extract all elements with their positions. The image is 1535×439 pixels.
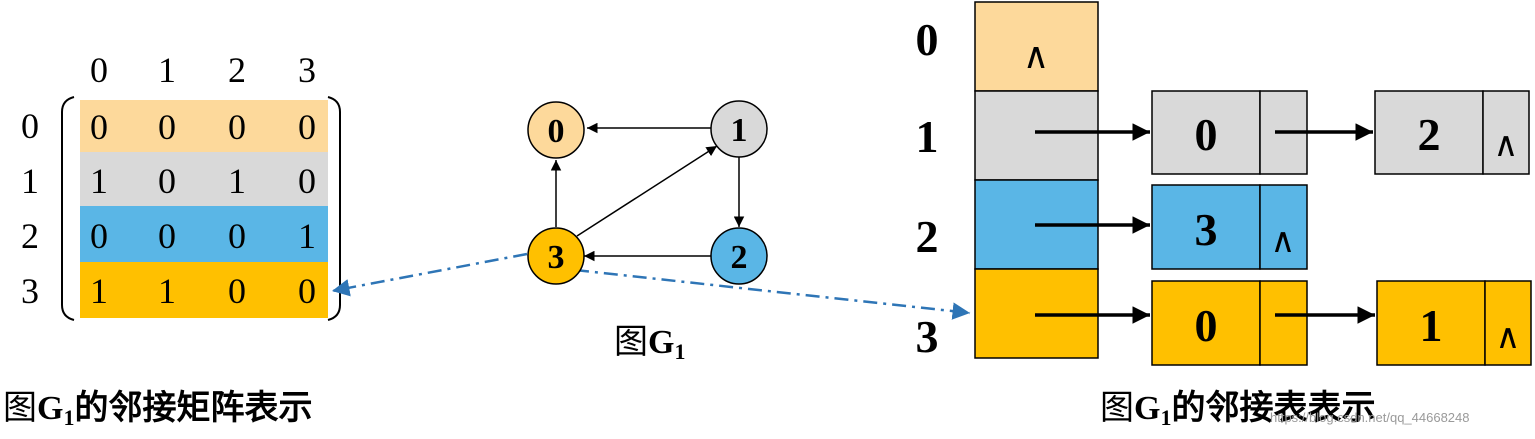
matrix-col-header-0: 0: [90, 50, 108, 90]
adjlist-head-null-0: ∧: [1023, 36, 1049, 76]
adjlist-node-1-1-null: ∧: [1494, 127, 1519, 164]
adjlist-caption-sub: 1: [1160, 405, 1172, 430]
matrix-cell-3-1: 1: [158, 271, 176, 311]
graph-caption-sub: 1: [674, 339, 686, 364]
graph-caption-main: G: [648, 324, 675, 361]
adjlist-node-2-0-data: [1151, 184, 1261, 270]
adjlist-head-cell-1: [974, 90, 1099, 181]
matrix-row-band-1: [80, 152, 328, 206]
matrix-cell-2-1: 0: [158, 216, 176, 256]
adjacency-matrix: 0 1 2 3 0 1 2 3 0 0 0 0 1 0 1 0 0 0 0 1 …: [21, 50, 341, 321]
matrix-cell-0-0: 0: [90, 107, 108, 147]
matrix-row-band-0: [80, 100, 328, 152]
graph-node-1: [710, 100, 768, 158]
matrix-col-header-1: 1: [158, 50, 176, 90]
graph-node-3: [527, 227, 585, 285]
edge-3-to-1: [576, 145, 718, 237]
graph-node-2: [710, 227, 768, 285]
matrix-caption-sub: 1: [63, 405, 75, 430]
matrix-cell-1-1: 0: [158, 161, 176, 201]
matrix-cell-3-3: 0: [298, 271, 316, 311]
adjlist-node-3-0-next: [1259, 280, 1308, 366]
adjlist-node-1-1-data: [1374, 90, 1484, 175]
adjlist-node-1-0-value: 0: [1195, 109, 1218, 160]
graph-caption-prefix: 图: [614, 324, 648, 361]
adjlist-node-3-1-value: 1: [1420, 300, 1443, 351]
adjlist-vertex-label-2: 2: [916, 211, 939, 262]
matrix-cell-3-2: 0: [228, 271, 246, 311]
adjlist-node-3-0-value: 0: [1195, 300, 1218, 351]
adjlist-vertex-label-1: 1: [916, 111, 939, 162]
adjlist-node-1-1-next: [1482, 90, 1530, 175]
adjlist-caption-prefix: 图: [1100, 390, 1134, 427]
adjlist-caption-main: G: [1134, 390, 1161, 427]
matrix-row-band-2: [80, 206, 328, 262]
matrix-left-bracket: [61, 96, 75, 321]
matrix-row-header-2: 2: [21, 216, 39, 256]
adjlist-caption-suffix: 的邻接表表示: [1171, 390, 1376, 427]
dashed-connector-to-matrix: [331, 252, 528, 297]
adjlist-vertex-label-0: 0: [916, 14, 939, 65]
matrix-cell-1-3: 0: [298, 161, 316, 201]
graph-node-label-0: 0: [548, 113, 565, 150]
graph-node-label-3: 3: [548, 239, 565, 276]
dashed-connector-to-adjlist: [574, 268, 971, 320]
graph-caption: 图G1: [614, 326, 685, 363]
matrix-col-header-3: 3: [298, 50, 316, 90]
matrix-cell-2-0: 0: [90, 216, 108, 256]
graph-node-label-1: 1: [731, 112, 748, 149]
adjlist-node-3-1-next: [1484, 280, 1532, 366]
adjlist-node-3-1-data: [1376, 280, 1486, 366]
matrix-cell-0-2: 0: [228, 107, 246, 147]
matrix-row-header-0: 0: [21, 106, 39, 146]
matrix-cell-3-0: 1: [90, 271, 108, 311]
matrix-cell-2-3: 1: [298, 216, 316, 256]
matrix-cell-1-0: 1: [90, 161, 108, 201]
adjacency-list: 0 1 2 3 ∧ 0 2 ∧ 3 ∧ 0 1 ∧: [916, 1, 1532, 366]
adjlist-node-3-0-data: [1151, 280, 1261, 366]
matrix-caption-prefix: 图: [3, 390, 37, 427]
matrix-row-header-3: 3: [21, 271, 39, 311]
matrix-caption-suffix: 的邻接矩阵表示: [74, 390, 313, 427]
adjlist-node-1-1-value: 2: [1418, 109, 1441, 160]
matrix-caption-main: G: [37, 390, 64, 427]
matrix-cell-0-1: 0: [158, 107, 176, 147]
adjlist-caption: 图G1的邻接表表示: [1100, 392, 1375, 429]
matrix-row-header-1: 1: [21, 161, 39, 201]
matrix-cell-2-2: 0: [228, 216, 246, 256]
matrix-right-bracket: [327, 96, 341, 321]
matrix-row-band-3: [80, 262, 328, 318]
matrix-caption: 图G1的邻接矩阵表示: [3, 392, 312, 429]
adjlist-node-1-0-data: [1151, 90, 1261, 175]
adjlist-node-2-0-value: 3: [1195, 204, 1218, 255]
adjlist-node-3-1-null: ∧: [1496, 319, 1521, 356]
adjlist-vertex-label-3: 3: [916, 311, 939, 362]
graph-node-label-2: 2: [731, 239, 748, 276]
matrix-cell-0-3: 0: [298, 107, 316, 147]
adjlist-node-2-0-next: [1259, 184, 1308, 270]
adjlist-node-2-0-null: ∧: [1271, 223, 1296, 260]
matrix-col-header-2: 2: [228, 50, 246, 90]
directed-graph: 0 1 2 3: [527, 100, 768, 285]
graph-node-0: [527, 101, 585, 159]
watermark-url: https://blog.csdn.net/qq_44668248: [1270, 410, 1470, 425]
matrix-cell-1-2: 1: [228, 161, 246, 201]
